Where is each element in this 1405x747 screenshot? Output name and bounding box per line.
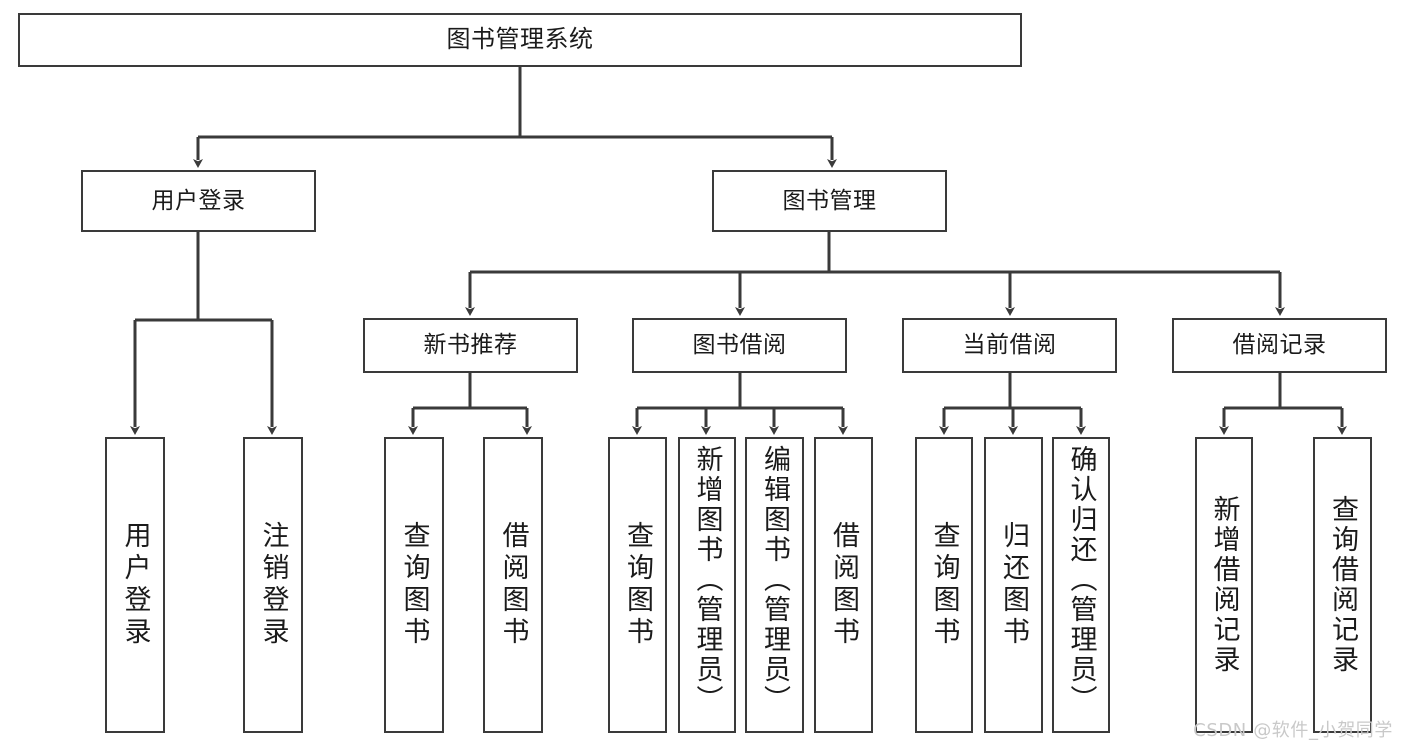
leaf-user-login-logout[interactable]: 注销登录: [243, 437, 303, 733]
leaf-record-add-record[interactable]: 新增借阅记录: [1195, 437, 1253, 733]
node-label: 新书推荐: [423, 332, 518, 359]
leaf-borrow-add-book-admin[interactable]: 新增图书（管理员）: [678, 437, 736, 733]
node-label: 注销登录: [257, 521, 289, 649]
node-new-book-recommend[interactable]: 新书推荐: [363, 318, 578, 373]
node-label: 图书管理: [782, 187, 877, 214]
leaf-current-return-book[interactable]: 归还图书: [984, 437, 1043, 733]
node-label: 编辑图书（管理员）: [759, 445, 790, 715]
node-label: 借阅图书: [828, 521, 859, 649]
node-label: 归还图书: [998, 521, 1029, 649]
node-label: 用户登录: [119, 521, 151, 649]
node-label: 借阅记录: [1232, 332, 1327, 359]
node-label: 查询借阅记录: [1327, 495, 1358, 675]
node-label: 查询图书: [622, 521, 653, 649]
leaf-record-query-record[interactable]: 查询借阅记录: [1313, 437, 1372, 733]
leaf-recommend-query-book[interactable]: 查询图书: [384, 437, 444, 733]
csdn-watermark: CSDN @软件_小贺同学: [1193, 720, 1393, 741]
node-book-management[interactable]: 图书管理: [712, 170, 947, 232]
node-label: 借阅图书: [497, 521, 529, 649]
leaf-borrow-borrow-book[interactable]: 借阅图书: [814, 437, 873, 733]
node-label: 用户登录: [151, 187, 246, 214]
node-label: 图书管理系统: [446, 25, 594, 54]
leaf-current-confirm-return-admin[interactable]: 确认归还（管理员）: [1052, 437, 1110, 733]
leaf-current-query-book[interactable]: 查询图书: [915, 437, 973, 733]
leaf-borrow-edit-book-admin[interactable]: 编辑图书（管理员）: [745, 437, 804, 733]
leaf-recommend-borrow-book[interactable]: 借阅图书: [483, 437, 543, 733]
node-label: 新增借阅记录: [1208, 495, 1240, 675]
node-label: 新增图书（管理员）: [691, 445, 723, 715]
node-user-login[interactable]: 用户登录: [81, 170, 316, 232]
node-book-borrow[interactable]: 图书借阅: [632, 318, 847, 373]
node-borrow-record[interactable]: 借阅记录: [1172, 318, 1387, 373]
node-label: 查询图书: [398, 521, 430, 649]
leaf-borrow-query-book[interactable]: 查询图书: [608, 437, 667, 733]
node-current-borrow[interactable]: 当前借阅: [902, 318, 1117, 373]
node-label: 图书借阅: [692, 332, 787, 359]
node-label: 确认归还（管理员）: [1065, 445, 1097, 715]
node-label: 查询图书: [928, 521, 960, 649]
node-label: 当前借阅: [962, 332, 1057, 359]
node-root-system[interactable]: 图书管理系统: [18, 13, 1022, 67]
leaf-user-login-login[interactable]: 用户登录: [105, 437, 165, 733]
